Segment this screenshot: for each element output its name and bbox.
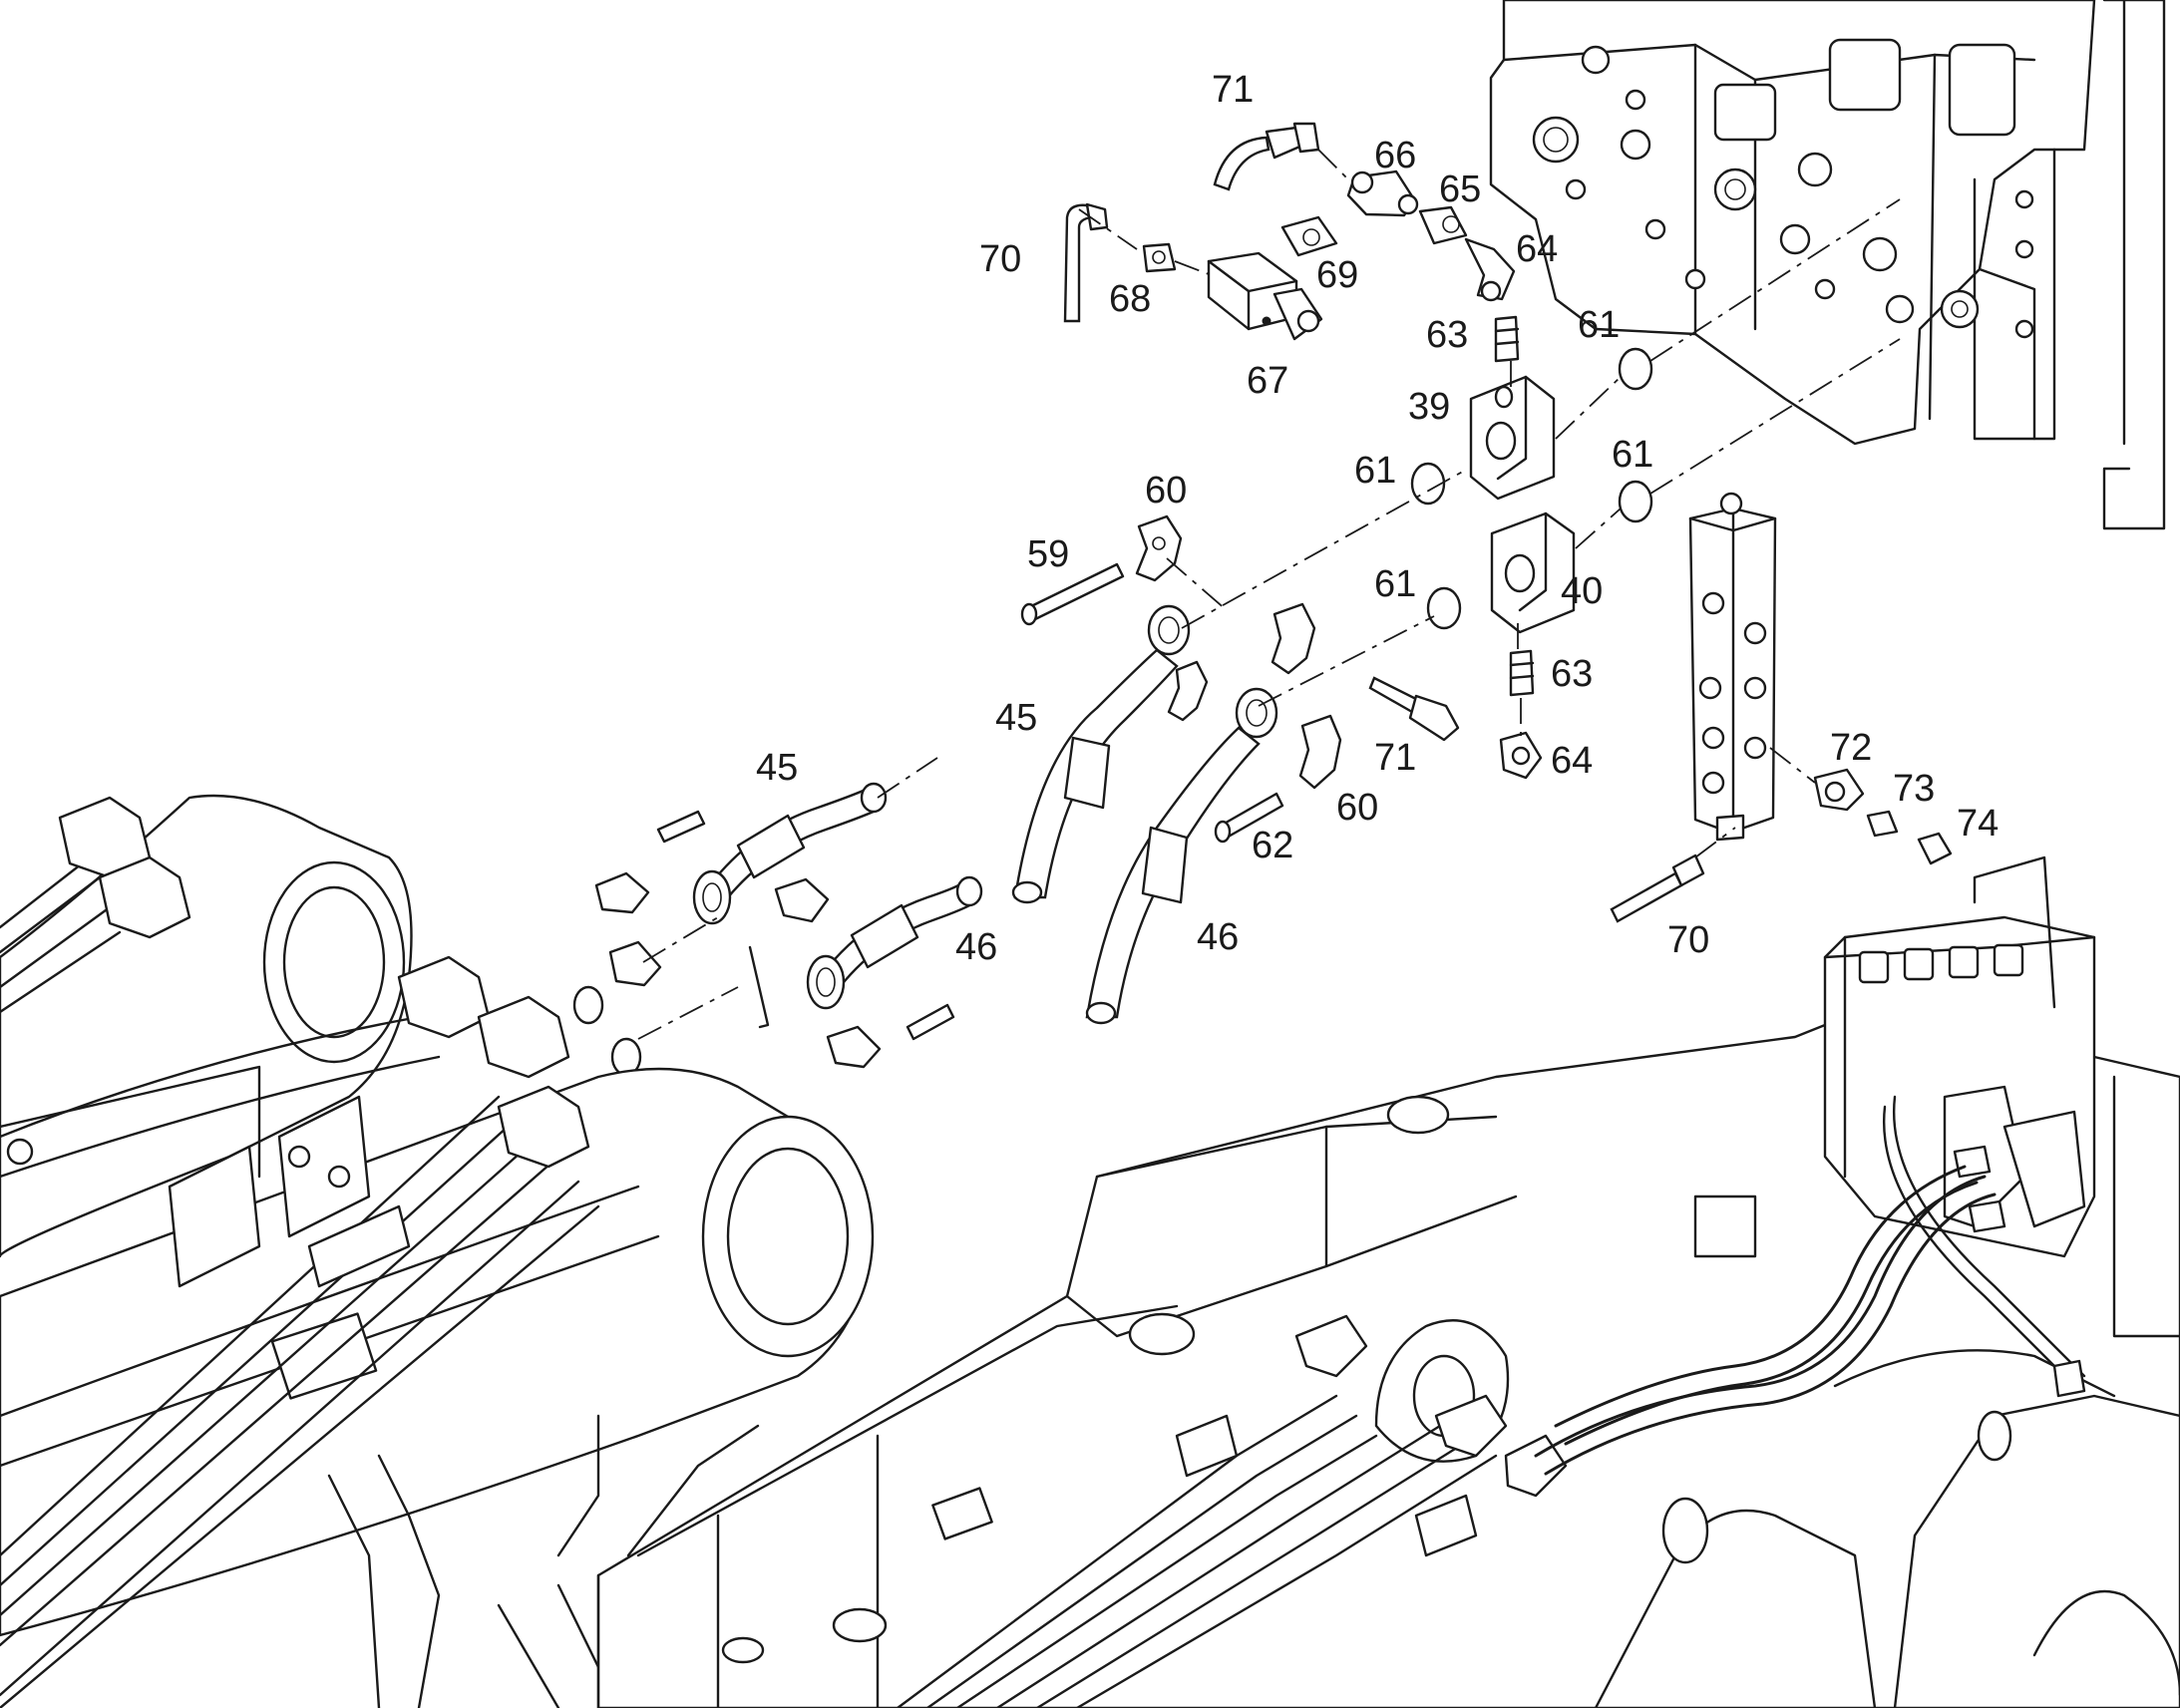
fitting-68 xyxy=(1142,242,1177,273)
fitting-71-top xyxy=(1213,122,1320,191)
callout-69: 69 xyxy=(1316,254,1358,296)
hose-46-left xyxy=(806,875,983,1010)
callout-70-top: 70 xyxy=(979,238,1021,280)
assembly-lines xyxy=(637,149,1901,1040)
callout-62: 62 xyxy=(1252,825,1293,866)
control-valve-lower-right xyxy=(1823,855,2096,1258)
fitting-66-tee xyxy=(1346,170,1419,217)
callout-59: 59 xyxy=(1027,533,1069,575)
callout-40: 40 xyxy=(1561,570,1603,612)
hose-70-bottom xyxy=(1610,854,1705,923)
fitting-71-bottom xyxy=(1368,676,1460,742)
hose-45-center xyxy=(1011,604,1191,904)
clamps-left-group xyxy=(572,810,955,1077)
fitting-72-tee xyxy=(1813,768,1865,812)
callout-68: 68 xyxy=(1109,278,1151,320)
callout-61-d: 61 xyxy=(1374,563,1416,605)
bolt-62 xyxy=(1214,792,1284,844)
flange-40 xyxy=(1490,512,1576,634)
fitting-64-bottom xyxy=(1499,731,1543,780)
callout-64-top: 64 xyxy=(1516,228,1558,270)
boom-tubes-left xyxy=(0,796,600,1708)
callout-39: 39 xyxy=(1408,386,1450,428)
callout-61-b: 61 xyxy=(1354,450,1396,492)
callout-70-bottom: 70 xyxy=(1667,919,1709,961)
flange-39 xyxy=(1469,375,1556,501)
callout-64-bottom: 64 xyxy=(1551,740,1593,782)
callout-74: 74 xyxy=(1957,803,1998,845)
main-control-valve xyxy=(1489,0,2166,530)
clamp-60-small xyxy=(1167,660,1209,722)
callout-46-left: 46 xyxy=(955,926,997,968)
fitting-63-top xyxy=(1494,315,1520,363)
o-ring-61-a xyxy=(1618,347,1653,391)
callout-46-center: 46 xyxy=(1197,916,1239,958)
boom-assembly-left xyxy=(0,794,875,1708)
callout-labels: 71 66 65 70 64 69 68 63 61 67 39 60 61 6… xyxy=(756,69,1998,968)
o-ring-61-d xyxy=(1426,586,1462,630)
lower-right-tubes xyxy=(896,1314,1568,1708)
callout-71-top: 71 xyxy=(1212,69,1254,111)
callout-60-top: 60 xyxy=(1145,470,1187,512)
hose-70-top xyxy=(1063,202,1109,323)
solenoid-valve-67 xyxy=(1207,251,1323,341)
callout-61-a: 61 xyxy=(1578,304,1620,346)
callout-73: 73 xyxy=(1893,768,1935,810)
clamp-60-mid xyxy=(1271,602,1316,675)
fitting-63-bottom xyxy=(1509,649,1535,697)
callout-60-bottom: 60 xyxy=(1336,787,1378,829)
clamp-60-bottom xyxy=(1298,714,1342,790)
manifold-block xyxy=(1688,492,1777,842)
callout-63-top: 63 xyxy=(1426,314,1468,356)
fitting-64-elbow xyxy=(1464,237,1516,302)
callout-65: 65 xyxy=(1439,169,1481,210)
fitting-65 xyxy=(1418,205,1468,245)
o-ring-61-b xyxy=(1410,462,1446,506)
callout-61-c: 61 xyxy=(1612,434,1653,476)
hose-45-left xyxy=(692,782,888,925)
cap-74 xyxy=(1917,832,1953,865)
hose-46-center xyxy=(1085,687,1278,1025)
bolt-59 xyxy=(1020,562,1125,626)
clamp-60-top xyxy=(1135,514,1183,582)
o-ring-61-c xyxy=(1618,480,1653,523)
callout-71-bottom: 71 xyxy=(1374,737,1416,779)
callout-63-bottom: 63 xyxy=(1551,653,1593,695)
main-hoses-lower-right xyxy=(1534,1095,2086,1476)
callout-66: 66 xyxy=(1374,135,1416,176)
fitting-73 xyxy=(1866,810,1899,838)
callout-67: 67 xyxy=(1247,360,1288,402)
callout-45-left: 45 xyxy=(756,747,798,789)
callout-45-center: 45 xyxy=(995,697,1037,739)
callout-72: 72 xyxy=(1830,727,1872,769)
fitting-69 xyxy=(1280,215,1338,257)
